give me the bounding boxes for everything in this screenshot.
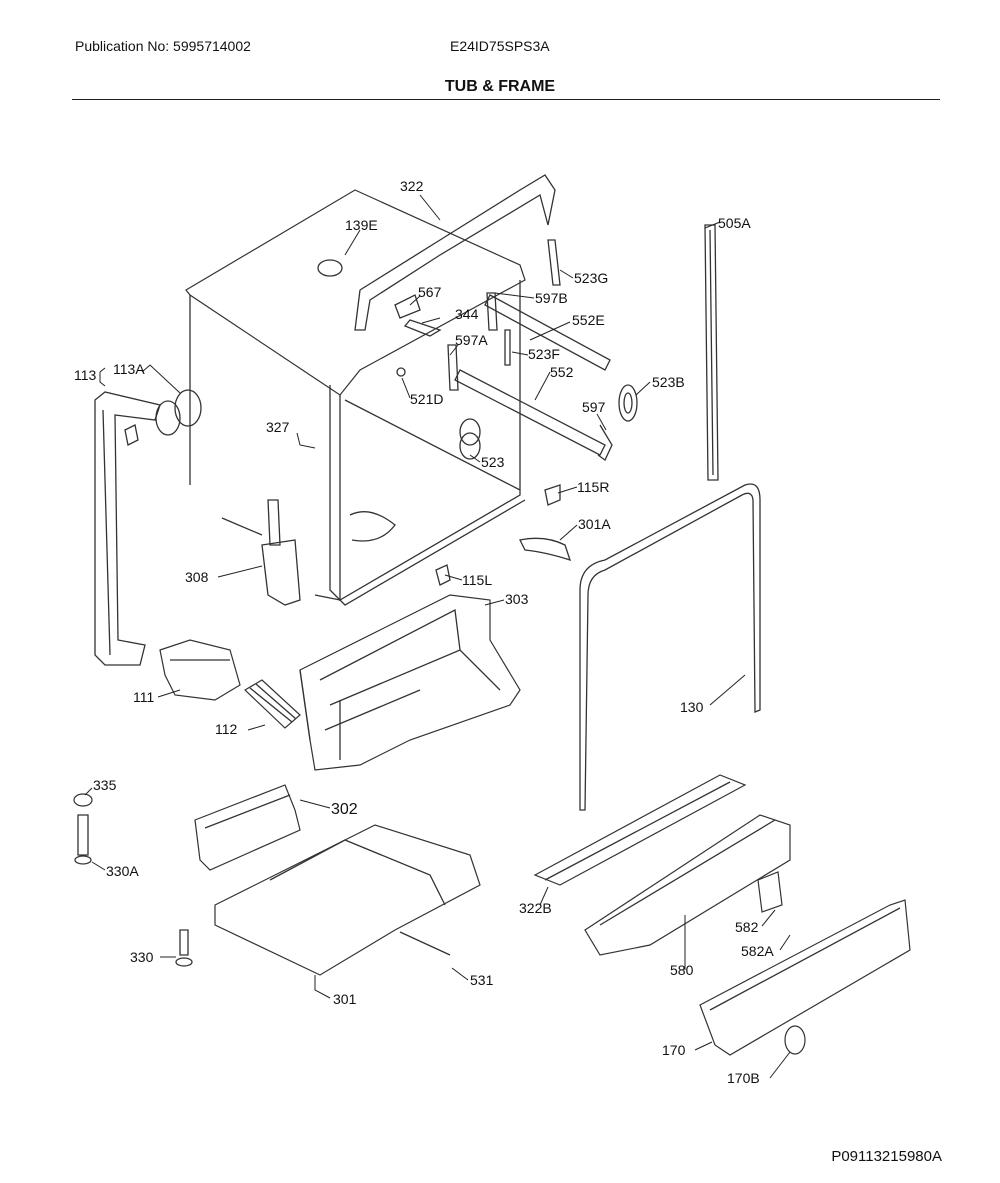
label-322: 322 bbox=[400, 178, 424, 194]
base-plate-drawing bbox=[194, 784, 481, 976]
header-divider bbox=[72, 99, 940, 100]
label-523: 523 bbox=[481, 454, 505, 470]
rails-drawing bbox=[396, 239, 638, 586]
label-567: 567 bbox=[418, 284, 442, 300]
label-170B: 170B bbox=[727, 1070, 760, 1086]
label-344: 344 bbox=[455, 306, 479, 322]
label-130: 130 bbox=[680, 699, 704, 715]
label-582A: 582A bbox=[741, 943, 774, 959]
label-521D: 521D bbox=[410, 391, 443, 407]
label-115L: 115L bbox=[462, 572, 492, 588]
label-113A: 113A bbox=[113, 361, 145, 377]
label-301: 301 bbox=[333, 991, 357, 1007]
label-139E: 139E bbox=[345, 217, 378, 233]
leader-lines bbox=[84, 194, 791, 1079]
label-112: 112 bbox=[215, 721, 238, 737]
label-552E: 552E bbox=[572, 312, 605, 328]
label-523B: 523B bbox=[652, 374, 685, 390]
screws-drawing bbox=[73, 793, 193, 967]
pump-drawing bbox=[159, 639, 301, 729]
publication-number: Publication No: 5995714002 bbox=[75, 38, 251, 54]
hinge-drawing bbox=[221, 499, 301, 606]
page-title: TUB & FRAME bbox=[444, 78, 556, 95]
label-582: 582 bbox=[735, 919, 759, 935]
label-327: 327 bbox=[266, 419, 290, 435]
label-580: 580 bbox=[670, 962, 694, 978]
front-parts-drawing bbox=[533, 774, 911, 1056]
base-drawing bbox=[299, 594, 521, 771]
tub-drawing bbox=[185, 174, 556, 606]
label-170: 170 bbox=[662, 1042, 686, 1058]
label-330: 330 bbox=[130, 949, 154, 965]
label-505A: 505A bbox=[718, 215, 751, 231]
label-523F: 523F bbox=[528, 346, 560, 362]
label-531: 531 bbox=[470, 972, 494, 988]
label-597A: 597A bbox=[455, 332, 488, 348]
label-552: 552 bbox=[550, 364, 574, 380]
label-597: 597 bbox=[582, 399, 606, 415]
label-303: 303 bbox=[505, 591, 529, 607]
label-308: 308 bbox=[185, 569, 209, 585]
diagram-code: P09113215980A bbox=[831, 1148, 942, 1165]
side-panel-drawing bbox=[94, 389, 202, 666]
model-number: E24ID75SPS3A bbox=[450, 38, 550, 54]
label-302: 302 bbox=[331, 801, 358, 818]
label-523G: 523G bbox=[574, 270, 608, 286]
label-115R: 115R bbox=[577, 479, 609, 495]
label-301A: 301A bbox=[578, 516, 611, 532]
label-597B: 597B bbox=[535, 290, 568, 306]
label-335: 335 bbox=[93, 777, 117, 793]
label-322B: 322B bbox=[519, 900, 552, 916]
label-111: 111 bbox=[133, 689, 154, 705]
label-113: 113 bbox=[74, 367, 97, 383]
label-330A: 330A bbox=[106, 863, 139, 879]
